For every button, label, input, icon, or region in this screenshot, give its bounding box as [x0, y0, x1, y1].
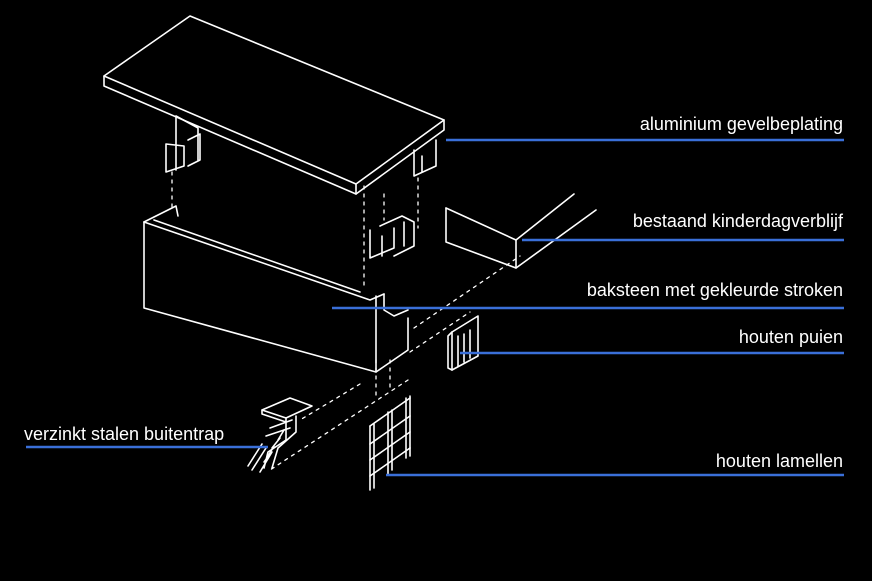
leader-lines	[26, 138, 844, 477]
wooden-slats-object	[369, 395, 411, 491]
label-galvanized-steel-stair: verzinkt stalen buitentrap	[24, 424, 225, 444]
label-wooden-slats: houten lamellen	[715, 451, 843, 471]
cladding-panel-right	[413, 139, 437, 177]
steel-stair-object	[247, 397, 313, 473]
brick-volume	[143, 205, 409, 373]
label-brick-colored-stripes: baksteen met gekleurde stroken	[586, 280, 843, 300]
label-wooden-frames: houten puien	[738, 327, 843, 347]
label-existing-daycare: bestaand kinderdagverblijf	[632, 211, 843, 231]
mid-window-panel	[369, 215, 415, 259]
existing-daycare-volume	[445, 193, 597, 269]
label-aluminium-cladding: aluminium gevelbeplating	[639, 114, 843, 134]
roof-slab	[103, 15, 445, 195]
guide-lines	[171, 171, 521, 471]
cladding-panel-left	[165, 115, 201, 173]
